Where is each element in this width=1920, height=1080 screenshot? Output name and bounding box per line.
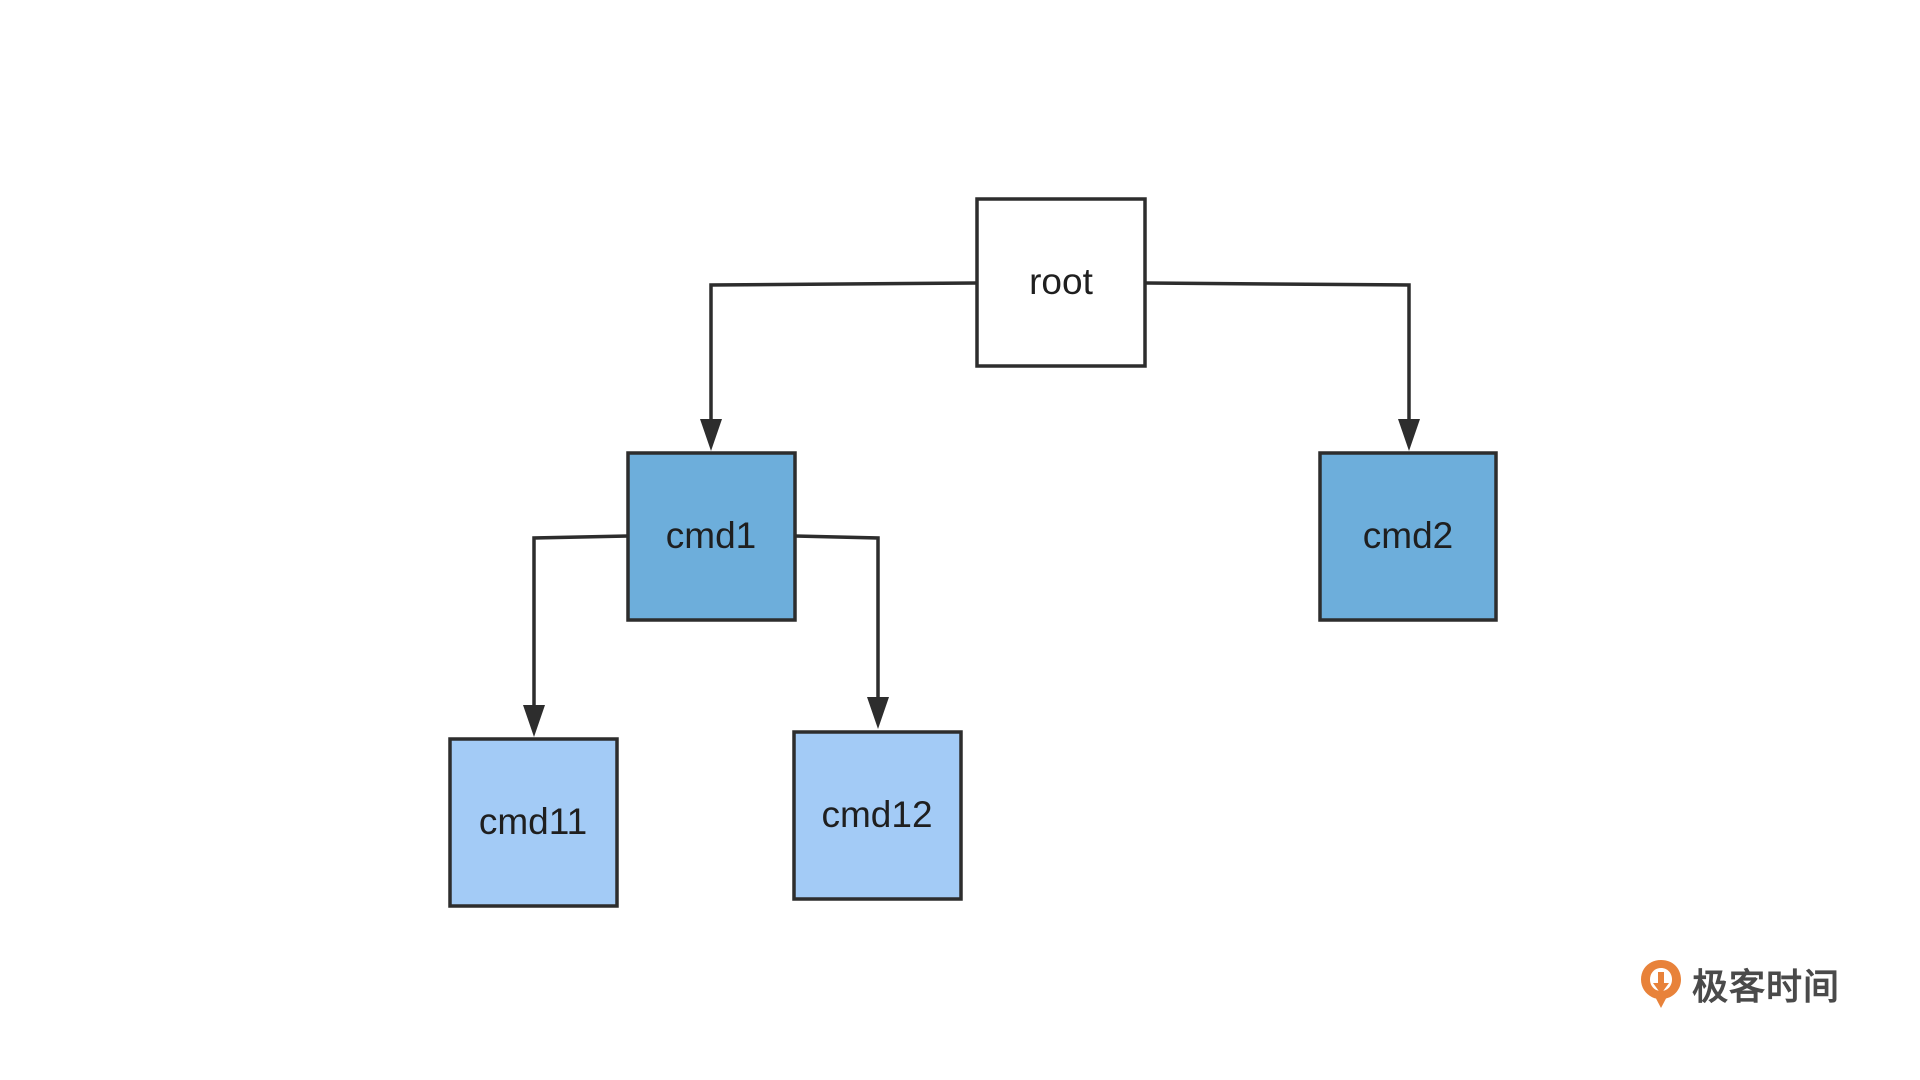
node-cmd11-label: cmd11 (479, 801, 587, 842)
node-root[interactable]: root (975, 197, 1147, 368)
arrowhead-cmd2 (1398, 419, 1420, 451)
geektime-logo-icon (1641, 960, 1681, 1008)
node-cmd2-label: cmd2 (1363, 515, 1453, 556)
node-root-label: root (1029, 261, 1093, 302)
edge-cmd1-cmd11 (532, 534, 629, 706)
node-cmd12-label: cmd12 (821, 794, 932, 835)
node-cmd11-box (448, 737, 619, 908)
geektime-watermark: 极客时间 (1638, 956, 1840, 1012)
edge-cmd1-cmd12 (794, 534, 880, 698)
arrowhead-cmd1 (700, 419, 722, 451)
geektime-brand-text: 极客时间 (1692, 967, 1841, 1008)
node-cmd2[interactable]: cmd2 (1318, 451, 1498, 622)
node-cmd1-box (626, 451, 797, 622)
node-cmd1[interactable]: cmd1 (626, 451, 797, 622)
node-cmd12-box (792, 730, 963, 901)
edge-root-cmd1 (709, 281, 978, 420)
edge-root-cmd2 (1145, 281, 1411, 420)
node-root-box (975, 197, 1147, 368)
node-cmd12[interactable]: cmd12 (792, 730, 963, 901)
arrowhead-cmd12 (867, 697, 889, 729)
node-cmd2-box (1318, 451, 1498, 622)
arrowhead-cmd11 (523, 705, 545, 737)
node-cmd1-label: cmd1 (666, 515, 756, 556)
node-cmd11[interactable]: cmd11 (448, 737, 619, 908)
